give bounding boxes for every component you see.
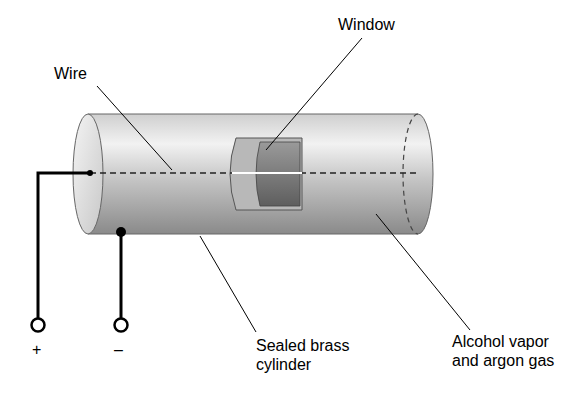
- terminal-sign: +: [32, 340, 52, 359]
- gas-label: Alcohol vapor and argon gas: [452, 332, 562, 370]
- wire-label: Wire: [54, 64, 114, 83]
- terminal-sign: –: [114, 340, 134, 359]
- cylinder-label: Sealed brass cylinder: [256, 336, 371, 374]
- window-label: Window: [338, 15, 428, 34]
